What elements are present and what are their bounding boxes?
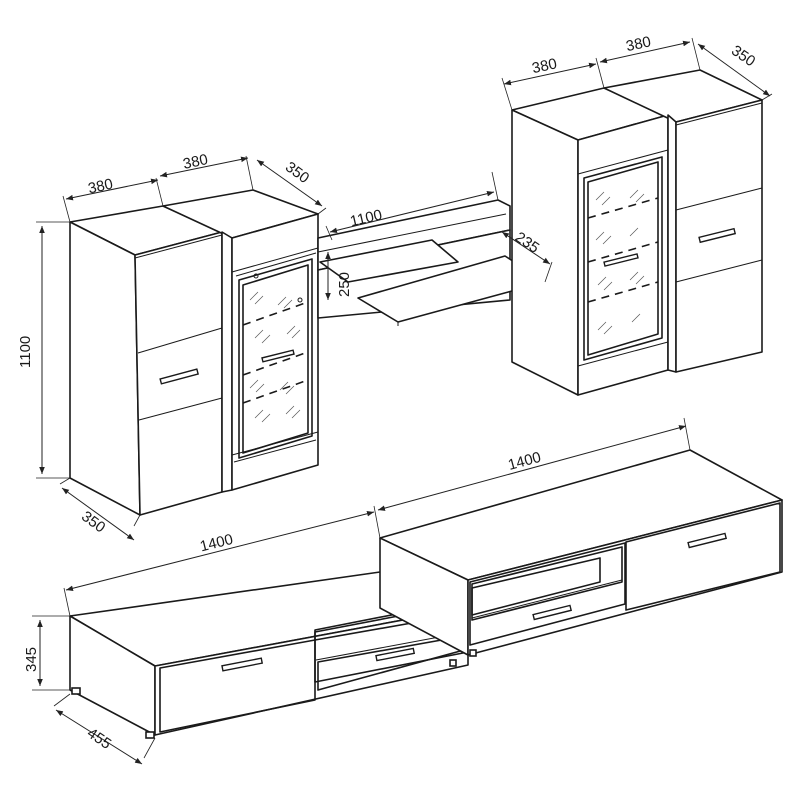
- dim-tv-right-length: 1400: [506, 449, 543, 474]
- right-glass-handle-icon[interactable]: [603, 253, 639, 267]
- dim-right-depth: 350: [728, 42, 758, 70]
- dim-tv-height: 345: [23, 647, 40, 672]
- dim-tv-depth: 455: [84, 725, 114, 753]
- dim-left-cabinet-width: 380: [87, 176, 115, 198]
- right-tv-drawer-handle-icon[interactable]: [532, 604, 573, 621]
- dim-shelf-height: 250: [336, 272, 353, 297]
- dim-shelf-length: 1100: [348, 206, 383, 230]
- dim-right-cabinet-width: 380: [624, 33, 652, 55]
- right-tv-door-handle-icon[interactable]: [687, 532, 728, 549]
- dimension-lines: [32, 37, 773, 765]
- right-cabinet-handle-icon[interactable]: [698, 227, 737, 244]
- left-tv-drawer-handle-icon[interactable]: [221, 657, 264, 672]
- dim-right-glass-width: 380: [530, 55, 558, 77]
- left-cabinet-handle-icon[interactable]: [159, 368, 199, 385]
- left-tall-cabinet: [69, 205, 223, 516]
- left-glass-handle-icon[interactable]: [261, 349, 295, 363]
- dim-left-depth-bottom: 350: [78, 508, 108, 536]
- dim-left-depth-top: 350: [282, 158, 312, 186]
- dim-height: 1100: [17, 336, 34, 368]
- wall-shelf: [317, 199, 546, 326]
- left-tv-stand: [69, 571, 471, 739]
- left-tv-shelf-handle-icon[interactable]: [375, 647, 416, 662]
- dim-tv-left-length: 1400: [198, 531, 234, 556]
- left-glass-cabinet: [162, 189, 319, 493]
- dim-left-glass-width: 380: [181, 151, 209, 173]
- right-tv-stand: [379, 449, 783, 657]
